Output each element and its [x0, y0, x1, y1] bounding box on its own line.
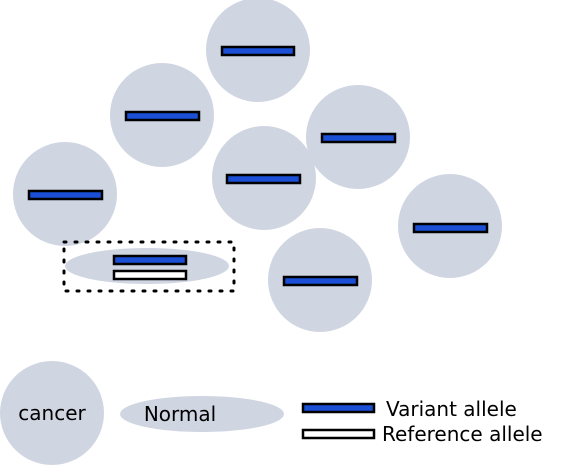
variant-allele-bar [112, 254, 188, 266]
cancer-cell [398, 174, 502, 278]
legend-variant-label: Variant allele [386, 397, 517, 421]
variant-allele-bar [225, 173, 302, 185]
cancer-cell [306, 85, 410, 189]
variant-allele-bar [282, 275, 359, 287]
normal-cell [65, 248, 229, 284]
cancer-cell [110, 63, 214, 167]
legend-cancer-label: cancer [18, 401, 86, 425]
cancer-cell [268, 228, 372, 332]
legend-reference-swatch [301, 428, 376, 440]
cancer-cell [206, 0, 310, 102]
cancer-cell [13, 142, 117, 246]
reference-allele-bar [112, 269, 188, 281]
variant-allele-bar [27, 189, 104, 201]
legend-reference-label: Reference allele [382, 422, 543, 446]
legend-variant-swatch [301, 402, 376, 414]
legend-cancer: cancer [0, 361, 104, 465]
legend-reference: Reference allele [301, 422, 543, 446]
variant-allele-bar [220, 45, 296, 57]
cancer-cell [212, 126, 316, 230]
variant-allele-bar [412, 222, 489, 234]
legend-normal: Normal [120, 396, 284, 432]
variant-allele-bar [320, 132, 397, 144]
legend-variant: Variant allele [301, 397, 517, 421]
legend-normal-label: Normal [144, 402, 216, 426]
legend: cancer Normal Variant allele Reference a… [0, 361, 543, 465]
variant-allele-bar [124, 110, 201, 122]
